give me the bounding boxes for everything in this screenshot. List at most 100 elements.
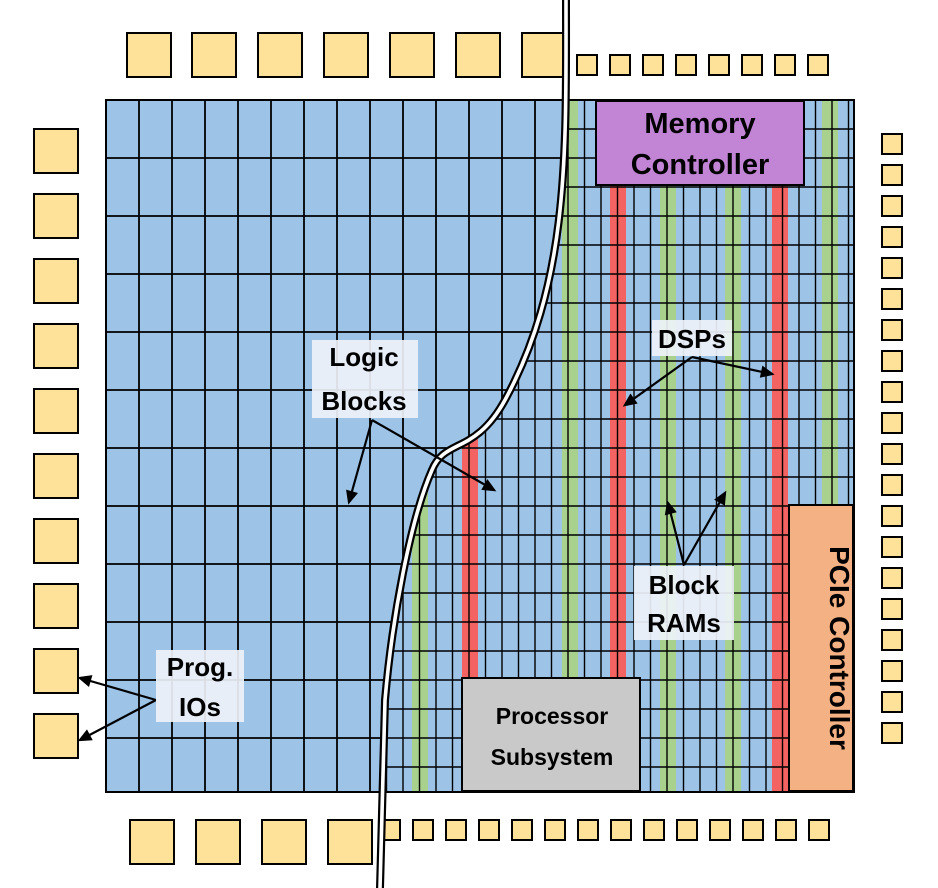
io-pad bbox=[478, 819, 500, 841]
io-pad bbox=[33, 713, 79, 759]
arrow bbox=[664, 500, 686, 566]
io-pad bbox=[261, 819, 307, 865]
arrow-shaft bbox=[79, 676, 157, 702]
pcie-controller: PCIe Controller bbox=[788, 504, 855, 792]
arrow-shaft bbox=[624, 356, 693, 406]
io-pad bbox=[708, 54, 730, 76]
io-pad bbox=[126, 32, 172, 78]
io-pad bbox=[709, 819, 731, 841]
bram-column bbox=[660, 100, 676, 792]
io-pad bbox=[741, 54, 763, 76]
io-pad bbox=[33, 323, 79, 369]
io-pad bbox=[445, 819, 467, 841]
arrow-head bbox=[664, 500, 677, 516]
prog-ios-callout: Prog. IOs bbox=[156, 650, 244, 722]
bram-column bbox=[562, 100, 578, 792]
dsps-callout: DSPs bbox=[652, 320, 732, 356]
io-pad bbox=[881, 381, 903, 403]
io-pad bbox=[881, 598, 903, 620]
io-pad bbox=[881, 257, 903, 279]
io-pad bbox=[881, 505, 903, 527]
io-pad bbox=[676, 819, 698, 841]
arrow-head bbox=[346, 489, 358, 505]
prog-ios-label-2: IOs bbox=[179, 692, 221, 722]
arrow bbox=[77, 675, 157, 702]
arrow-shaft bbox=[683, 492, 726, 566]
io-pad bbox=[455, 32, 501, 78]
io-pad bbox=[511, 819, 533, 841]
io-pad bbox=[544, 819, 566, 841]
arrow-shaft bbox=[347, 419, 374, 503]
io-pad bbox=[609, 54, 631, 76]
arrow bbox=[346, 419, 374, 505]
io-pad bbox=[33, 258, 79, 304]
logic-blocks-label-2: Blocks bbox=[321, 386, 406, 416]
io-pad bbox=[191, 32, 237, 78]
break-line-inner bbox=[378, 0, 568, 888]
io-pad bbox=[195, 819, 241, 865]
io-pad bbox=[323, 32, 369, 78]
io-pad bbox=[576, 54, 598, 76]
io-pad bbox=[881, 195, 903, 217]
io-pad bbox=[33, 388, 79, 434]
io-pad bbox=[881, 536, 903, 558]
io-pad bbox=[129, 819, 175, 865]
arrow bbox=[622, 356, 693, 407]
arrow bbox=[371, 419, 497, 492]
io-pad bbox=[675, 54, 697, 76]
memory-controller: Memory Controller bbox=[595, 100, 805, 186]
dsps-label: DSPs bbox=[658, 324, 726, 354]
io-pad bbox=[881, 350, 903, 372]
io-pad bbox=[327, 819, 373, 865]
pcie-controller-label: PCIe Controller bbox=[824, 546, 855, 750]
io-pad bbox=[389, 32, 435, 78]
annotation-arrows bbox=[77, 355, 775, 742]
io-pad bbox=[643, 819, 665, 841]
arrow-shaft bbox=[691, 355, 773, 376]
io-pad bbox=[881, 691, 903, 713]
arrow bbox=[77, 699, 157, 742]
io-pad bbox=[807, 54, 829, 76]
arrow bbox=[691, 355, 775, 378]
logic-blocks-callout: Logic Blocks bbox=[312, 340, 418, 418]
arrow-head bbox=[77, 675, 93, 688]
arrow-shaft bbox=[371, 419, 495, 491]
arrow-shaft bbox=[79, 699, 157, 741]
io-pad bbox=[610, 819, 632, 841]
arrow-head bbox=[481, 479, 497, 492]
io-pad bbox=[521, 32, 567, 78]
io-pad bbox=[412, 819, 434, 841]
arrow-head bbox=[714, 490, 727, 506]
io-pad bbox=[881, 412, 903, 434]
io-pad bbox=[881, 660, 903, 682]
io-pad bbox=[881, 133, 903, 155]
block-rams-label-2: RAMs bbox=[647, 608, 721, 638]
prog-ios-label-1: Prog. bbox=[167, 652, 233, 682]
arrow-head bbox=[622, 393, 638, 407]
io-pad bbox=[33, 128, 79, 174]
io-pad bbox=[33, 648, 79, 694]
io-pad bbox=[775, 819, 797, 841]
io-pad bbox=[881, 288, 903, 310]
dsp-column bbox=[772, 100, 788, 792]
io-pad bbox=[774, 54, 796, 76]
arrow bbox=[683, 490, 727, 566]
io-pad bbox=[33, 518, 79, 564]
io-pad bbox=[742, 819, 764, 841]
processor-subsystem-label-1: Processor bbox=[496, 703, 609, 729]
io-pad bbox=[257, 32, 303, 78]
logic-blocks-label-1: Logic bbox=[329, 342, 398, 372]
io-pad bbox=[33, 193, 79, 239]
memory-controller-label-1: Memory bbox=[644, 108, 755, 140]
io-pad bbox=[881, 629, 903, 651]
memory-controller-label-2: Controller bbox=[631, 149, 770, 181]
io-pad bbox=[881, 443, 903, 465]
io-pad bbox=[881, 319, 903, 341]
io-pad bbox=[33, 453, 79, 499]
arrow-head bbox=[77, 729, 93, 742]
io-pad bbox=[33, 583, 79, 629]
io-pad bbox=[881, 567, 903, 589]
io-pad bbox=[577, 819, 599, 841]
block-rams-label-1: Block bbox=[649, 570, 720, 600]
